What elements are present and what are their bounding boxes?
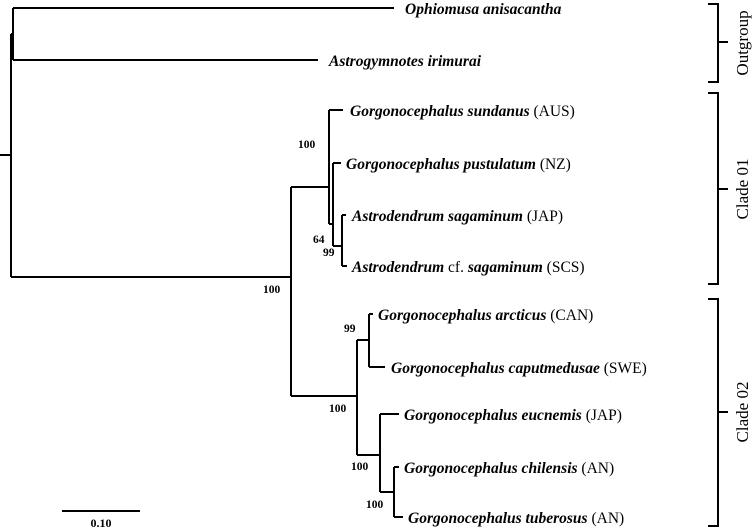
- outgroup-bracket: [708, 3, 728, 83]
- taxon-ast-part: Astrogymnotes irimurai: [328, 53, 482, 70]
- taxon-oph-part: Ophiomusa anisacantha: [405, 1, 562, 18]
- tree-branches: [0, 7, 403, 518]
- taxon-cfs-part: (SCS): [543, 259, 585, 276]
- taxon-chi-part: Gorgonocephalus chilensis: [404, 460, 578, 477]
- clade-label-clade01: Clade 01: [733, 159, 752, 220]
- taxon-tub-part: (AN): [588, 510, 625, 527]
- support-value-clade02: 100: [329, 403, 347, 415]
- clade02-bracket: [708, 298, 728, 527]
- support-value-arc-cap: 99: [344, 323, 356, 335]
- taxon-pus-part: (NZ): [536, 156, 571, 173]
- taxon-cap-part: (SWE): [600, 360, 647, 377]
- clade01-bracket: [708, 92, 728, 285]
- taxon-label-sun: Gorgonocephalus sundanus (AUS): [350, 103, 575, 120]
- taxon-arc-part: Gorgonocephalus arcticus: [378, 307, 546, 324]
- support-value-sag-pus: 64: [313, 234, 325, 246]
- scale-bar: 0.10: [62, 510, 140, 529]
- taxon-label-cfs: Astrodendrum cf. sagaminum (SCS): [351, 259, 585, 276]
- taxon-sag-part: (JAP): [523, 208, 563, 225]
- taxon-sun-part: (AUS): [530, 103, 575, 120]
- clade-label-clade02: Clade 02: [733, 382, 752, 443]
- taxon-euc-part: Gorgonocephalus eucnemis: [404, 407, 582, 424]
- support-value-euc-chi: 100: [351, 461, 369, 473]
- support-value-chi-tub: 100: [366, 499, 384, 511]
- taxon-label-euc: Gorgonocephalus eucnemis (JAP): [404, 407, 622, 424]
- taxon-arc-part: (CAN): [546, 307, 593, 324]
- taxon-cap-part: Gorgonocephalus caputmedusae: [391, 360, 600, 377]
- taxon-euc-part: (JAP): [582, 407, 622, 424]
- taxon-pus-part: Gorgonocephalus pustulatum: [346, 156, 536, 173]
- taxon-label-oph: Ophiomusa anisacantha: [405, 1, 562, 18]
- taxon-label-sag: Astrodendrum sagaminum (JAP): [351, 208, 563, 225]
- taxon-sun-part: Gorgonocephalus sundanus: [350, 103, 530, 120]
- clade-label-outgroup: Outgroup: [733, 10, 752, 75]
- taxon-cfs-part: cf.: [444, 259, 468, 276]
- taxon-cfs-part: sagaminum: [467, 259, 543, 276]
- taxon-label-tub: Gorgonocephalus tuberosus (AN): [408, 510, 624, 527]
- taxon-label-chi: Gorgonocephalus chilensis (AN): [404, 460, 614, 477]
- clade-brackets: Outgroup Clade 01 Clade 02: [708, 3, 752, 527]
- tip-labels: Ophiomusa anisacantha Astrogymnotes irim…: [328, 1, 647, 527]
- taxon-cfs-part: Astrodendrum: [351, 259, 444, 276]
- taxon-chi-part: (AN): [578, 460, 615, 477]
- taxon-label-pus: Gorgonocephalus pustulatum (NZ): [346, 156, 571, 173]
- support-values: 100 64 99 100 99 100 100 100: [263, 139, 384, 511]
- taxon-label-cap: Gorgonocephalus caputmedusae (SWE): [391, 360, 647, 377]
- taxon-label-ast: Astrogymnotes irimurai: [328, 53, 482, 70]
- taxon-tub-part: Gorgonocephalus tuberosus: [408, 510, 588, 527]
- taxon-sag-part: Astrodendrum sagaminum: [351, 208, 523, 225]
- scale-bar-label: 0.10: [91, 516, 112, 529]
- support-value-sag-cfs: 99: [323, 247, 335, 259]
- support-value-clade01: 100: [298, 139, 316, 151]
- taxon-label-arc: Gorgonocephalus arcticus (CAN): [378, 307, 593, 324]
- support-value-ingroup: 100: [263, 284, 281, 296]
- outgroup-vertical-branch: [11, 8, 14, 60]
